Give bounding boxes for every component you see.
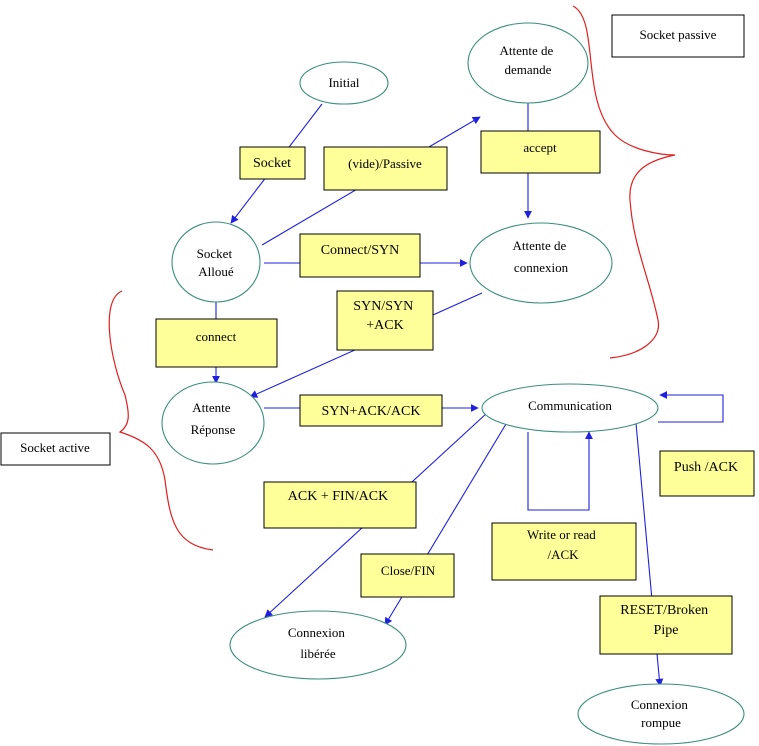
group-boxes [0,14,745,466]
label-connect: connect [196,329,237,344]
label-push-ack: Push /ACK [674,460,738,475]
box-socket-active [0,432,111,466]
state-attente-connexion [469,222,613,304]
label-write-read: Write or read /ACK [527,527,599,562]
active-brace [108,290,214,551]
edge-communication-self-push [658,391,724,423]
label-connect-syn: Connect/SYN [321,243,400,258]
box-socket-passive [611,14,745,58]
states [161,22,745,745]
state-connexion-liberee [229,610,407,680]
label-reset: RESET/Broken Pipe [620,603,711,638]
label-accept: accept [523,140,557,155]
label-passive: (vide)/Passive [348,156,422,171]
label-attente-reponse: Attente Réponse [191,400,236,437]
state-initial [299,61,389,105]
label-attente-connexion: Attente de connexion [512,238,569,275]
state-connexion-rompue [577,683,745,745]
label-connexion-liberee: Connexion libérée [288,625,348,661]
box-push-ack [659,450,755,497]
label-close-fin: Close/FIN [381,563,436,578]
box-close-fin [360,553,455,598]
label-ack-fin-ack: ACK + FIN/ACK [288,489,388,504]
state-attente-reponse [161,381,265,465]
box-passive [323,146,448,191]
label-communication: Communication [528,398,612,413]
label-socket: Socket [253,156,291,171]
box-connect-syn [299,233,421,278]
label-synack-ack: SYN+ACK/ACK [322,404,421,419]
box-ack-fin-ack [263,481,417,529]
label-connexion-rompue: Connexion rompue [631,697,691,730]
transition-boxes [155,130,755,655]
box-accept [480,130,601,174]
state-socket-alloue [171,221,261,303]
box-reset [599,595,733,655]
state-attente-demande [467,22,589,104]
box-socket [239,146,306,180]
label-syn-synack: SYN/SYN +ACK [353,299,416,333]
labels: Socket passive Socket active Initial Soc… [20,27,738,730]
box-connect [155,318,278,368]
label-socket-alloue: Socket Alloué [197,246,236,279]
box-write-read [491,522,637,581]
label-socket-active: Socket active [20,440,90,455]
label-socket-passive: Socket passive [640,27,717,42]
state-communication [481,383,659,433]
box-syn-synack [336,290,434,351]
label-attente-demande: Attente de demande [499,43,556,77]
edge-communication-self-writeread [527,431,593,511]
passive-brace [572,5,676,359]
box-synack-ack [299,394,443,427]
label-initial: Initial [328,75,359,90]
